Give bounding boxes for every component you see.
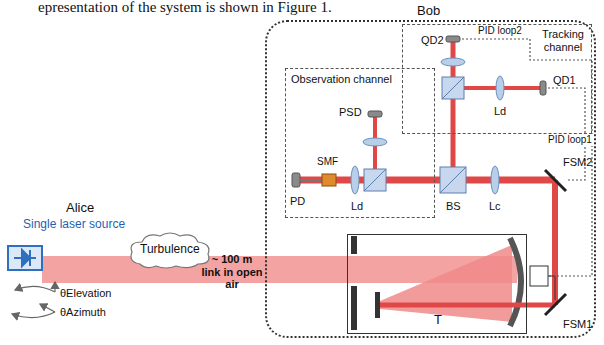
part-label: QD1: [553, 74, 576, 87]
bob-region: BobObservation channelTracking channelT: [265, 20, 596, 338]
part-label: Lc: [489, 200, 501, 213]
cloud-label: Turbulence: [140, 243, 200, 257]
mount-box: [530, 266, 548, 286]
detectors: [292, 36, 546, 187]
channel-label: Observation channel: [291, 73, 392, 86]
region-heading: Bob: [417, 4, 440, 19]
part-label: PD: [290, 195, 305, 208]
part-label: PID loop2: [478, 25, 522, 37]
single-mode-fibre: [300, 174, 336, 186]
part-label: ~ 100 m link in open air: [201, 253, 263, 291]
part-label: Alice: [66, 201, 94, 216]
part-label: SMF: [317, 156, 338, 168]
part-label: θAzimuth: [60, 306, 106, 319]
observation-box: Observation channel: [285, 68, 435, 218]
part-label: Single laser source: [23, 218, 125, 232]
beam-splitters: [364, 77, 466, 193]
part-label: BS: [446, 200, 461, 213]
telescope-box: T: [347, 234, 527, 334]
part-label: θElevation: [60, 287, 111, 300]
angle-arrows: [12, 282, 55, 318]
part-label: PSD: [339, 106, 362, 119]
mount-link: [548, 276, 555, 300]
pid-loop-lines: [462, 39, 592, 276]
part-label: Ld: [351, 200, 363, 213]
telescope-optics: [351, 236, 521, 330]
laser-diode: [8, 246, 42, 270]
channel-label: Tracking channel: [538, 28, 588, 53]
turbulence-cloud: Turbulence: [126, 230, 214, 270]
part-label: Ld: [494, 105, 506, 118]
caption-fragment: epresentation of the system is shown in …: [38, 0, 332, 16]
part-label: FSM2: [563, 156, 592, 169]
part-label: FSM1: [563, 318, 592, 331]
telescope-label: T: [434, 313, 442, 328]
steering-mirrors: [545, 170, 566, 315]
part-label: QD2: [421, 34, 444, 47]
part-label: PID loop1: [547, 134, 593, 146]
